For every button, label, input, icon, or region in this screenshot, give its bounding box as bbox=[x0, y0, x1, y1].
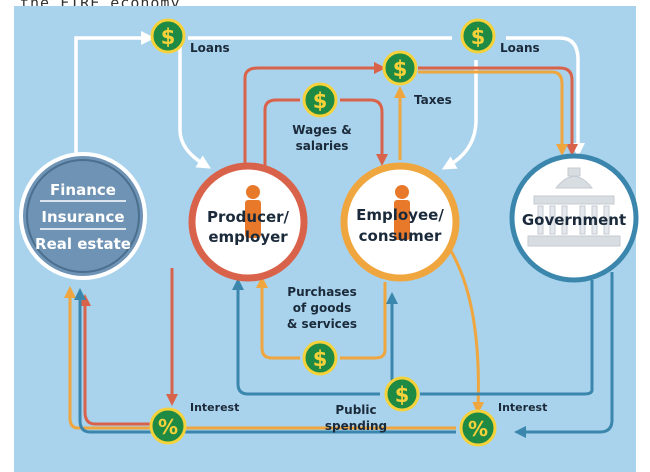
loans-right-label: Loans bbox=[500, 41, 540, 55]
dollar-coin-icon: $ bbox=[460, 18, 496, 54]
svg-text:$: $ bbox=[393, 57, 408, 81]
purchases-label-line-1: Purchases bbox=[287, 285, 356, 299]
svg-text:$: $ bbox=[471, 25, 486, 49]
fire-node: Finance Insurance Real estate bbox=[19, 152, 147, 280]
fire-node-line-2: Insurance bbox=[41, 208, 124, 226]
producer-node-line-2: employer bbox=[208, 228, 288, 246]
svg-text:$: $ bbox=[313, 89, 328, 113]
dollar-coin-icon: $ bbox=[384, 376, 420, 412]
interest-to-fire-blue bbox=[74, 288, 456, 434]
wages-flow-to-employee bbox=[340, 98, 388, 166]
public-spending-to-producer bbox=[232, 278, 380, 396]
interest-to-fire-orange bbox=[64, 286, 456, 430]
purchases-flow bbox=[340, 282, 387, 360]
producer-node-line-1: Producer/ bbox=[207, 208, 290, 226]
employee-person-icon bbox=[394, 185, 410, 240]
dollar-coin-icon: $ bbox=[302, 340, 338, 376]
taxes-label: Taxes bbox=[414, 93, 452, 107]
red-flows bbox=[79, 62, 578, 426]
svg-text:$: $ bbox=[161, 25, 176, 49]
purchases-flow-to-producer bbox=[256, 276, 300, 360]
loans-left-label: Loans bbox=[190, 41, 230, 55]
public-spending-flow bbox=[420, 280, 594, 396]
svg-text:%: % bbox=[158, 415, 178, 439]
loans-to-producer bbox=[178, 38, 212, 169]
government-node-label: Government bbox=[522, 211, 626, 229]
government-interest-flow bbox=[514, 272, 614, 438]
svg-text:$: $ bbox=[313, 347, 328, 371]
purchases-label-line-2: of goods bbox=[293, 301, 351, 315]
public-spending-label-line-2: spending bbox=[325, 419, 387, 433]
loans-flow-left bbox=[74, 31, 155, 158]
employee-node: Employee/ consumer bbox=[340, 162, 460, 282]
orange-flows bbox=[64, 70, 568, 430]
wages-label-line-2: salaries bbox=[296, 139, 349, 153]
interest-left-label: Interest bbox=[190, 401, 239, 414]
wages-flow bbox=[263, 98, 300, 172]
dollar-coin-icon: $ bbox=[382, 50, 418, 86]
loans-flow-right bbox=[506, 36, 585, 157]
percent-coin-icon: % bbox=[459, 409, 497, 447]
loans-flows bbox=[74, 31, 585, 170]
producer-node: Producer/ employer bbox=[188, 162, 308, 282]
employee-interest-flow bbox=[446, 245, 485, 414]
capitol-building-icon bbox=[527, 167, 621, 247]
fire-node-line-1: Finance bbox=[50, 181, 116, 199]
dollar-coin-icon: $ bbox=[150, 18, 186, 54]
government-node: Government bbox=[509, 153, 639, 283]
purchases-label-line-3: & services bbox=[287, 317, 357, 331]
loans-to-employee bbox=[441, 60, 478, 170]
percent-coin-icon: % bbox=[149, 407, 187, 445]
taxes-flow-to-government bbox=[418, 66, 578, 156]
taxes-flow-producer bbox=[243, 62, 386, 170]
employee-node-line-1: Employee/ bbox=[356, 206, 444, 224]
blue-flows bbox=[74, 272, 614, 438]
employee-node-line-2: consumer bbox=[359, 227, 442, 245]
public-spending-label-line-1: Public bbox=[335, 403, 376, 417]
interest-to-fire bbox=[79, 294, 150, 426]
svg-text:$: $ bbox=[395, 383, 410, 407]
interest-right-label: Interest bbox=[498, 401, 547, 414]
producer-person-icon bbox=[245, 185, 261, 238]
svg-text:%: % bbox=[468, 417, 488, 441]
wages-label-line-1: Wages & bbox=[292, 123, 351, 137]
taxes-orange-to-government bbox=[418, 70, 568, 156]
fire-node-line-3: Real estate bbox=[35, 235, 131, 253]
dollar-coin-icon: $ bbox=[302, 82, 338, 118]
